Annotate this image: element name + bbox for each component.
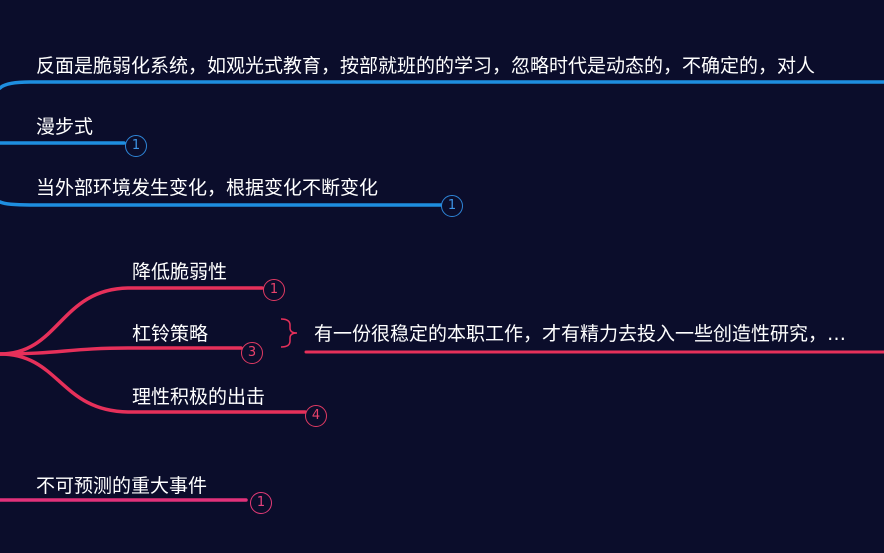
node-reduce-fragility-count-badge[interactable]: 1 <box>263 279 285 301</box>
node-unpredictable-events-count-badge[interactable]: 1 <box>250 492 272 514</box>
node-barbell-summary[interactable]: 有一份很稳定的本职工作，才有精力去投入一些创造性研究，… <box>314 323 847 345</box>
connector-barbell-strategy <box>0 346 243 356</box>
node-unpredictable-events[interactable]: 不可预测的重大事件 <box>36 475 208 497</box>
node-barbell-strategy-count-badge[interactable]: 3 <box>241 342 263 364</box>
connector-rational-attack <box>0 352 307 414</box>
summary-brace <box>280 318 298 348</box>
node-fragile-system[interactable]: 反面是脆弱化系统，如观光式教育，按部就班的的学习，忽略时代是动态的，不确定的，对… <box>36 55 816 77</box>
node-adapt-change[interactable]: 当外部环境发生变化，根据变化不断变化 <box>36 177 379 199</box>
connector-adapt-change <box>0 200 443 207</box>
node-reduce-fragility[interactable]: 降低脆弱性 <box>132 261 228 283</box>
node-rational-attack-count-badge[interactable]: 4 <box>305 405 327 427</box>
connector-reduce-fragility <box>0 286 264 356</box>
node-adapt-change-count-badge[interactable]: 1 <box>441 195 463 217</box>
node-rational-attack[interactable]: 理性积极的出击 <box>132 386 266 408</box>
node-stroll-style[interactable]: 漫步式 <box>36 116 94 138</box>
connector-fragile-system <box>0 80 884 90</box>
node-barbell-strategy[interactable]: 杠铃策略 <box>132 323 209 345</box>
node-stroll-style-count-badge[interactable]: 1 <box>125 135 147 157</box>
